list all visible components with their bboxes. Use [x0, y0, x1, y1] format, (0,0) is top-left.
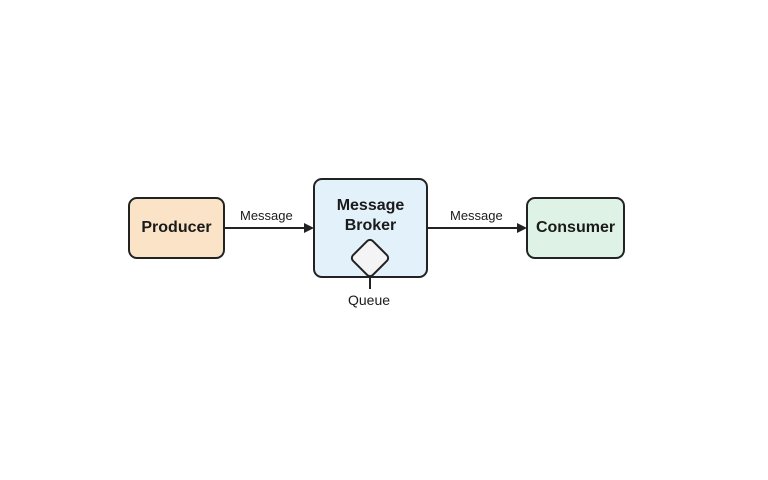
broker-title: Message Broker [337, 196, 405, 236]
queue-label: Queue [348, 292, 391, 308]
consumer-label: Consumer [535, 219, 616, 236]
producer-node[interactable]: Producer [128, 197, 225, 259]
edge-label-producer-broker: Message [240, 208, 293, 223]
producer-label: Producer [141, 219, 212, 236]
broker-label-line2: Broker [344, 217, 397, 234]
edge-label-broker-consumer: Message [450, 208, 503, 223]
broker-label-line1: Message [336, 197, 405, 214]
consumer-node[interactable]: Consumer [526, 197, 625, 259]
message-broker-node[interactable]: Message Broker [313, 178, 428, 278]
